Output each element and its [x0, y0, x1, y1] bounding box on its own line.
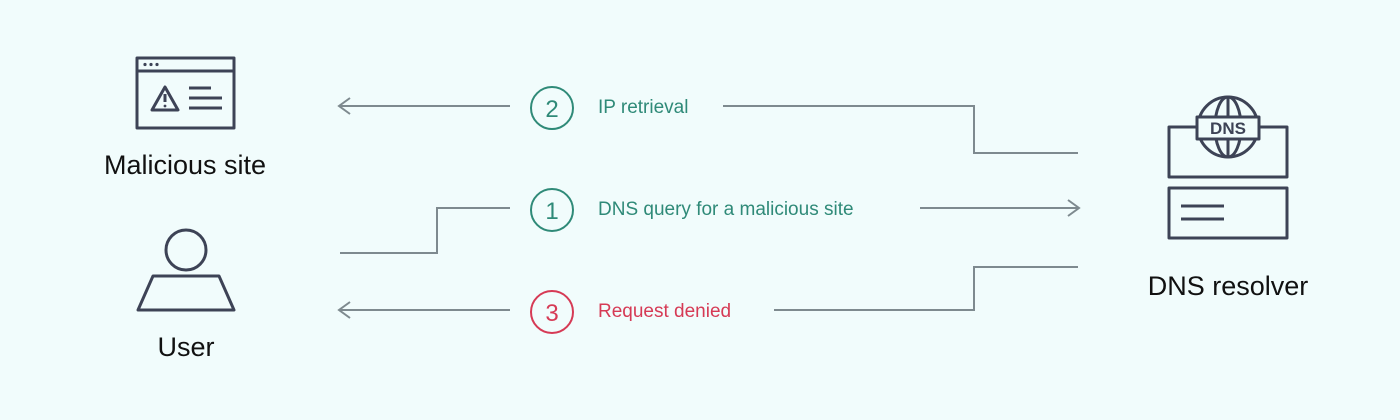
step-label-request-denied: Request denied	[598, 301, 732, 322]
malicious-site-label: Malicious site	[103, 150, 267, 180]
browser-warning-icon	[135, 56, 236, 130]
step-number-2: 2	[530, 86, 574, 130]
user-icon	[136, 228, 236, 312]
dns-resolver-label: DNS resolver	[1147, 271, 1309, 301]
connector-dns-query	[340, 199, 1081, 254]
connector-ip-retrieval	[337, 97, 1078, 154]
step-label-ip-retrieval: IP retrieval	[598, 97, 689, 118]
connector-request-denied	[337, 266, 1078, 319]
user-label: User	[157, 332, 215, 362]
step-number-1: 1	[530, 188, 574, 232]
step-label-dns-query: DNS query for a malicious site	[598, 199, 854, 220]
dns-badge-text: DNS	[1210, 119, 1246, 138]
step-number-3: 3	[530, 290, 574, 334]
dns-server-icon: DNS	[1167, 95, 1289, 240]
